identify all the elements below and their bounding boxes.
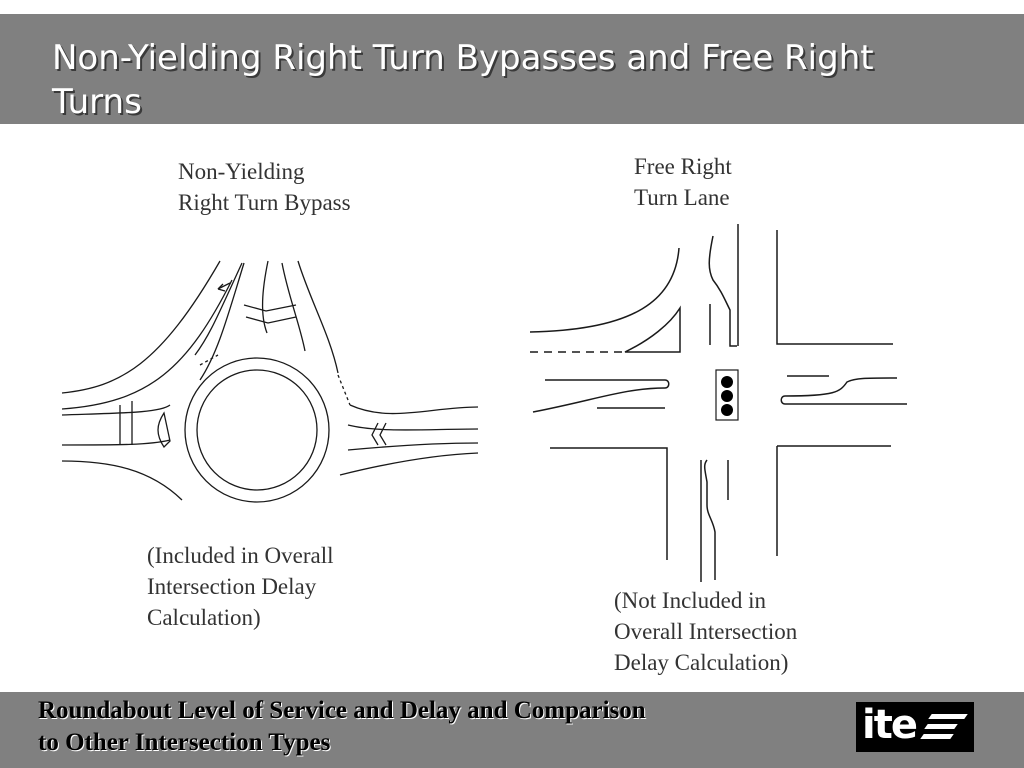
- bypass-label-line: Non-Yielding: [178, 159, 305, 184]
- included-note: (Included in Overall Intersection Delay …: [147, 540, 333, 633]
- bypass-arrowhead-icon: [217, 283, 226, 292]
- east-splitter-island: [371, 422, 387, 446]
- north-approach-left-edge: [261, 260, 269, 334]
- slide-title: Non-Yielding Right Turn Bypasses and Fre…: [52, 38, 874, 122]
- east-approach-outer-edge: [339, 452, 479, 476]
- logo-stripe: [928, 714, 968, 719]
- not-included-note: (Not Included in Overall Intersection De…: [614, 585, 797, 678]
- roundabout-bypass-diagram: [61, 260, 479, 503]
- not-included-note-line: Delay Calculation): [614, 650, 789, 675]
- free-right-turn-island: [624, 305, 681, 353]
- east-approach-top-edge: [349, 404, 479, 415]
- ite-logo-text: ite: [862, 702, 918, 748]
- bypass-lane-edge: [194, 262, 243, 356]
- east-median-island: [780, 377, 907, 405]
- not-included-note-line: (Not Included in: [614, 588, 767, 613]
- footer-title-line: Roundabout Level of Service and Delay an…: [38, 697, 646, 724]
- logo-stripe: [924, 724, 958, 729]
- bypass-island-edge: [199, 262, 245, 381]
- bypass-outer-edge: [61, 260, 221, 394]
- included-note-line: (Included in Overall: [147, 543, 334, 568]
- north-approach-right-edge: [281, 262, 306, 352]
- ite-logo: ite: [856, 702, 974, 752]
- title-bar: Non-Yielding Right Turn Bypasses and Fre…: [0, 14, 1024, 124]
- southeast-curb: [776, 445, 891, 556]
- north-median-island: [708, 235, 737, 347]
- bypass-arrow-icon: [217, 282, 231, 290]
- logo-stripe: [920, 734, 954, 739]
- south-median-island: [703, 459, 716, 580]
- north-splitter-island-top: [243, 304, 297, 312]
- free-right-label-line: Turn Lane: [634, 185, 730, 210]
- traffic-signal-housing: [715, 369, 739, 421]
- bypass-label-line: Right Turn Bypass: [178, 190, 351, 215]
- signal-light-icon: [721, 376, 733, 388]
- bypass-label: Non-Yielding Right Turn Bypass: [178, 156, 351, 218]
- roundabout-outer-circle: [184, 357, 330, 503]
- roundabout-central-island: [196, 369, 318, 491]
- west-approach-outer-edge: [61, 460, 183, 501]
- signal-light-icon: [721, 404, 733, 416]
- west-approach-top-edge: [61, 404, 171, 416]
- footer-bar: Roundabout Level of Service and Delay an…: [0, 692, 1024, 768]
- east-approach-lower-edge: [347, 442, 479, 451]
- footer-title: Roundabout Level of Service and Delay an…: [38, 695, 818, 759]
- included-note-line: Intersection Delay: [147, 574, 317, 599]
- signal-light-icon: [721, 390, 733, 402]
- free-right-turn-diagram: [529, 224, 907, 582]
- not-included-note-line: Overall Intersection: [614, 619, 798, 644]
- free-right-label: Free Right Turn Lane: [634, 151, 732, 213]
- free-right-label-line: Free Right: [634, 154, 732, 179]
- bypass-inner-edge: [61, 279, 233, 410]
- footer-title-line: to Other Intersection Types: [38, 729, 331, 756]
- west-splitter-island: [157, 411, 171, 449]
- west-crosswalk: [119, 401, 133, 445]
- east-gore-line: [337, 374, 351, 406]
- free-right-lane-outer-curb: [529, 247, 680, 333]
- east-approach-middle-edge: [347, 424, 479, 431]
- west-approach-bottom-edge: [61, 439, 171, 446]
- north-splitter-island-bottom: [245, 316, 297, 324]
- included-note-line: Calculation): [147, 605, 261, 630]
- west-median-island: [532, 379, 670, 413]
- northeast-curb: [776, 230, 893, 345]
- north-approach-outer-edge: [297, 260, 339, 374]
- southwest-curb: [550, 447, 668, 560]
